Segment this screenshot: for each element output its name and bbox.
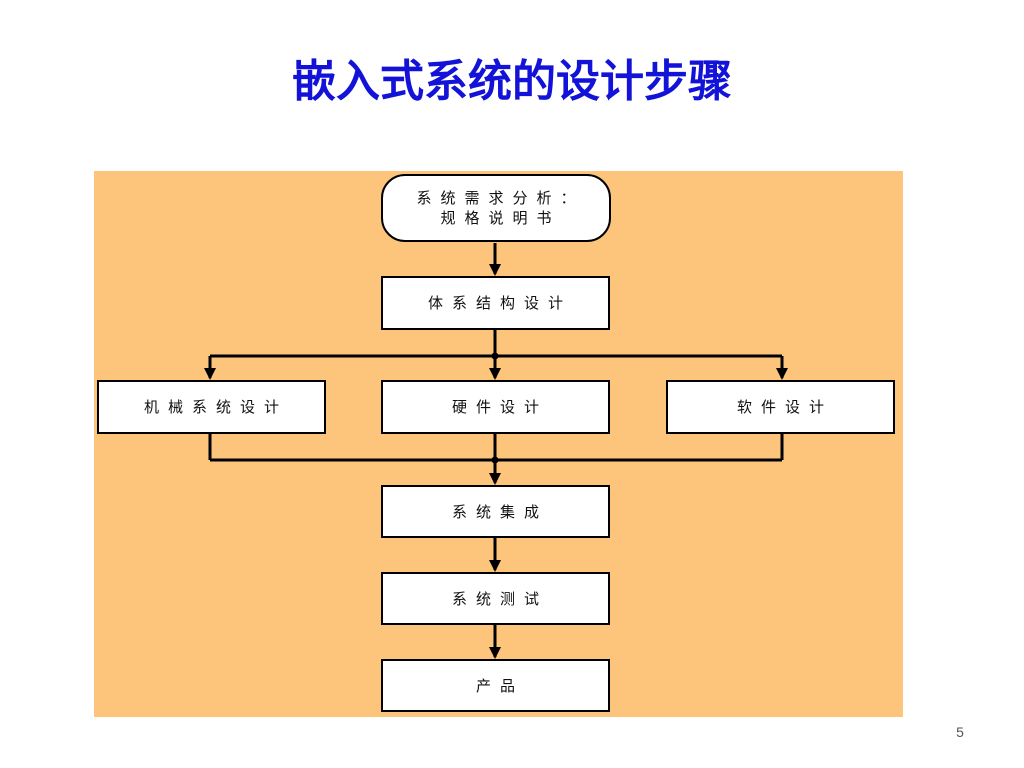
- box-hardware-design: 硬件设计: [381, 380, 610, 434]
- requirements-line1: 系统需求分析：: [416, 189, 585, 207]
- box-requirements-analysis: 系统需求分析： 规格说明书: [381, 174, 611, 242]
- page-number: 5: [956, 724, 964, 740]
- requirements-line2: 规格说明书: [440, 209, 561, 227]
- box-product: 产品: [381, 659, 610, 712]
- diagram-panel: [94, 171, 903, 717]
- junction-dot-merge: [491, 456, 499, 464]
- junction-dot-split: [491, 352, 499, 360]
- slide-title: 嵌入式系统的设计步骤: [292, 56, 732, 107]
- box-system-testing: 系统测试: [381, 572, 610, 625]
- box-architecture-design: 体系结构设计: [381, 276, 610, 330]
- box-software-design: 软件设计: [666, 380, 895, 434]
- box-mechanical-design: 机械系统设计: [97, 380, 326, 434]
- box-system-integration: 系统集成: [381, 485, 610, 538]
